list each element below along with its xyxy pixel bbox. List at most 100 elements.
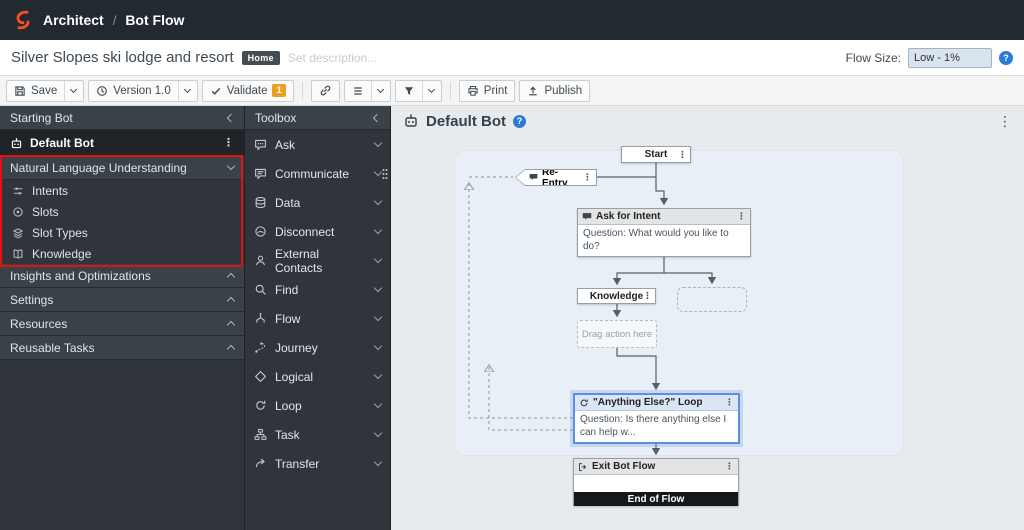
toolbox-header[interactable]: Toolbox bbox=[245, 106, 390, 130]
validate-button[interactable]: Validate 1 bbox=[201, 79, 294, 102]
link-button[interactable] bbox=[310, 79, 340, 102]
flow-icon bbox=[256, 313, 265, 323]
filter-icon bbox=[404, 86, 413, 95]
filter-button[interactable] bbox=[394, 79, 442, 102]
publish-button[interactable]: Publish bbox=[519, 79, 591, 102]
drag-action-dropzone[interactable]: Drag action here bbox=[577, 320, 657, 348]
journey-icon bbox=[255, 342, 266, 353]
section-settings[interactable]: Settings bbox=[0, 288, 244, 312]
toolbox-item-find[interactable]: Find bbox=[245, 275, 390, 304]
chevron-down-icon bbox=[373, 370, 383, 380]
sidebar-item-slot-types[interactable]: Slot Types bbox=[0, 222, 244, 243]
sidebar-item-knowledge[interactable]: Knowledge bbox=[0, 243, 244, 264]
external-contacts-icon bbox=[255, 255, 266, 266]
drag-handle-icon[interactable] bbox=[381, 167, 389, 181]
chevron-down-icon bbox=[427, 85, 435, 94]
node-anything-else-loop[interactable]: "Anything Else?" Loop Question: Is there… bbox=[573, 393, 740, 444]
section-reusable-tasks[interactable]: Reusable Tasks bbox=[0, 336, 244, 360]
section-resources[interactable]: Resources bbox=[0, 312, 244, 336]
toolbox-item-task[interactable]: Task bbox=[245, 420, 390, 449]
canvas-menu-icon[interactable] bbox=[998, 114, 1012, 128]
toolbox-item-label: Transfer bbox=[275, 456, 320, 471]
toolbox-item-logical[interactable]: Logical bbox=[245, 362, 390, 391]
save-button[interactable]: Save bbox=[6, 79, 85, 102]
slots-icon bbox=[13, 206, 23, 217]
genesys-logo-icon bbox=[16, 10, 30, 30]
node-title: Ask for Intent bbox=[596, 211, 661, 222]
chevron-down-icon bbox=[373, 457, 383, 467]
kebab-menu-icon[interactable] bbox=[737, 212, 746, 221]
intents-icon bbox=[13, 187, 23, 194]
version-history-icon bbox=[97, 85, 108, 96]
print-button[interactable]: Print bbox=[458, 79, 516, 102]
end-of-flow-bar: End of Flow bbox=[574, 492, 738, 506]
chevron-down-icon bbox=[70, 85, 78, 94]
help-icon[interactable] bbox=[513, 114, 526, 128]
toolbox-item-label: Disconnect bbox=[275, 224, 335, 239]
node-exit-bot-flow[interactable]: Exit Bot Flow End of Flow bbox=[573, 458, 739, 506]
app-header: Architect / Bot Flow bbox=[0, 0, 1024, 40]
kebab-menu-icon[interactable] bbox=[678, 150, 687, 159]
flow-size-input[interactable] bbox=[908, 47, 992, 68]
kebab-menu-icon[interactable] bbox=[643, 292, 652, 301]
node-header: "Anything Else?" Loop bbox=[575, 395, 738, 411]
exit-icon bbox=[579, 462, 587, 471]
knowledge-icon bbox=[13, 249, 23, 259]
toolbox-item-label: Flow bbox=[275, 311, 301, 326]
toolbar-divider bbox=[301, 81, 303, 100]
sidebar-item-label: Slot Types bbox=[32, 225, 88, 240]
bot-icon bbox=[405, 114, 417, 127]
publish-icon bbox=[529, 86, 538, 95]
kebab-menu-icon[interactable] bbox=[223, 138, 234, 149]
version-menu-toggle[interactable] bbox=[177, 80, 191, 101]
section-insights-and-optimizations[interactable]: Insights and Optimizations bbox=[0, 264, 244, 288]
save-menu-toggle[interactable] bbox=[64, 80, 78, 101]
list-menu-toggle[interactable] bbox=[370, 80, 384, 101]
chevron-down-icon bbox=[373, 428, 383, 438]
set-description-field[interactable]: Set description... bbox=[287, 50, 378, 65]
chevron-down-icon bbox=[373, 399, 383, 409]
toolbox-item-journey[interactable]: Journey bbox=[245, 333, 390, 362]
transfer-icon bbox=[255, 458, 265, 468]
toolbox-item-communicate[interactable]: Communicate bbox=[245, 159, 390, 188]
flow-navigation-sidebar: Starting Bot Default Bot Natural Languag… bbox=[0, 106, 245, 530]
version-button[interactable]: Version 1.0 bbox=[88, 79, 198, 102]
toolbox-item-flow[interactable]: Flow bbox=[245, 304, 390, 333]
kebab-menu-icon[interactable] bbox=[725, 398, 734, 407]
section-starting-bot[interactable]: Starting Bot bbox=[0, 106, 244, 130]
sidebar-item-intents[interactable]: Intents bbox=[0, 180, 244, 201]
toolbox-item-transfer[interactable]: Transfer bbox=[245, 449, 390, 478]
chevron-down-icon bbox=[226, 161, 236, 171]
chevron-up-icon bbox=[226, 296, 236, 306]
toolbox-item-external-contacts[interactable]: External Contacts bbox=[245, 246, 390, 275]
chevron-up-icon bbox=[226, 320, 236, 330]
save-label: Save bbox=[31, 84, 58, 97]
toolbox-item-data[interactable]: Data bbox=[245, 188, 390, 217]
sidebar-item-default-bot[interactable]: Default Bot bbox=[0, 130, 244, 156]
chevron-up-icon bbox=[226, 344, 236, 354]
toolbox-item-disconnect[interactable]: Disconnect bbox=[245, 217, 390, 246]
toolbox-item-label: External Contacts bbox=[275, 246, 323, 275]
kebab-menu-icon[interactable] bbox=[725, 462, 734, 471]
chevron-down-icon bbox=[373, 138, 383, 148]
list-view-button[interactable] bbox=[343, 79, 391, 102]
node-start[interactable]: Start bbox=[621, 146, 691, 163]
editor-toolbar: Save Version 1.0 Validate 1 Print Publis… bbox=[0, 76, 1024, 106]
node-knowledge[interactable]: Knowledge bbox=[577, 288, 656, 304]
breadcrumb-app[interactable]: Architect bbox=[43, 12, 104, 28]
loop-icon bbox=[256, 400, 266, 410]
filter-menu-toggle[interactable] bbox=[421, 80, 435, 101]
section-natural-language-understanding[interactable]: Natural Language Understanding bbox=[0, 156, 244, 180]
bot-icon bbox=[11, 137, 22, 148]
toolbox-item-loop[interactable]: Loop bbox=[245, 391, 390, 420]
canvas-title: Default Bot bbox=[426, 112, 506, 130]
kebab-menu-icon[interactable] bbox=[583, 173, 592, 182]
node-reentry[interactable]: Re-Entry bbox=[515, 169, 597, 186]
toolbox-item-ask[interactable]: Ask bbox=[245, 130, 390, 159]
dropzone-label: Drag action here bbox=[581, 328, 653, 340]
sidebar-item-slots[interactable]: Slots bbox=[0, 201, 244, 222]
chevron-down-icon bbox=[376, 85, 384, 94]
node-ask-for-intent[interactable]: Ask for Intent Question: What would you … bbox=[577, 208, 751, 257]
breadcrumb-separator: / bbox=[112, 12, 117, 28]
help-icon[interactable] bbox=[999, 50, 1013, 65]
